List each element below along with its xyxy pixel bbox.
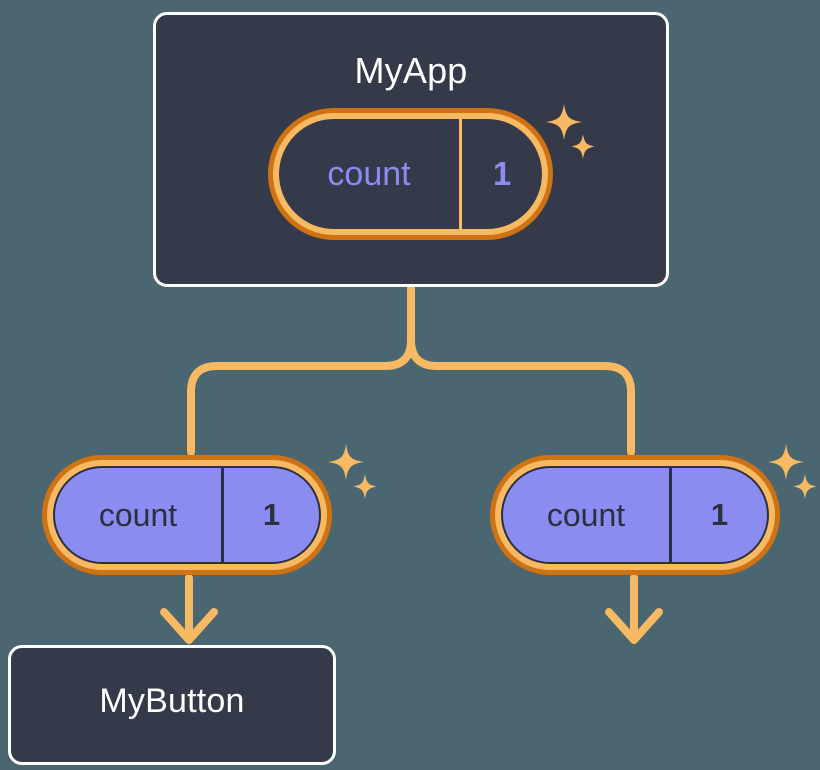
down-arrow: [160, 608, 218, 644]
sparkle-small-icon: [353, 474, 377, 499]
pill-body: count 1: [53, 466, 321, 564]
pill-inner-ring: count 1: [47, 460, 327, 570]
state-key-label: count: [327, 154, 411, 193]
pill-body: count 1: [501, 466, 769, 564]
state-value-label: 1: [221, 468, 319, 562]
pill-inner-ring: count 1: [495, 460, 775, 570]
myapp-card-title: MyApp: [354, 50, 468, 91]
tree-connector: [407, 284, 635, 456]
mybutton-card-left[interactable]: MyButton: [8, 645, 336, 765]
state-key-label: count: [98, 496, 178, 533]
left-state-pill[interactable]: count 1: [42, 455, 332, 575]
sparkle-large-icon: [768, 444, 804, 480]
right-state-pill[interactable]: count 1: [490, 455, 780, 575]
tree-connector: [187, 336, 415, 456]
state-value-label: 1: [669, 468, 767, 562]
pill-body: count 1: [279, 119, 542, 229]
state-value-label: 1: [459, 119, 542, 229]
sparkle-small-icon: [793, 474, 817, 499]
pill-inner-ring: count 1: [273, 113, 548, 235]
sparkle-icon: [328, 444, 377, 499]
myapp-state-pill[interactable]: count 1: [268, 108, 553, 240]
sparkle-large-icon: [328, 444, 364, 480]
state-key-label: count: [546, 496, 626, 533]
down-arrow: [605, 608, 663, 644]
mybutton-card-title: MyButton: [99, 682, 245, 720]
